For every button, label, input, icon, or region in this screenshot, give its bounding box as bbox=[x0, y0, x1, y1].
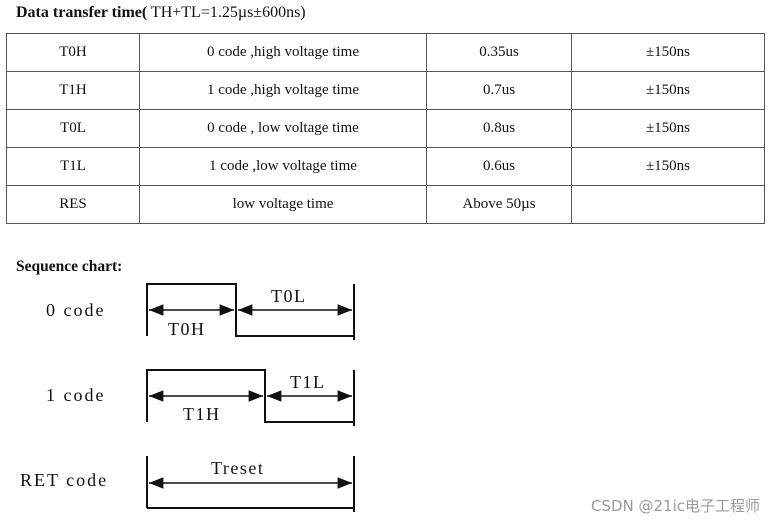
title-formula: TH+TL=1.25µs±600ns) bbox=[147, 4, 306, 21]
cell-param: T1H bbox=[6, 71, 140, 110]
one-code-waveform: T1H T1L bbox=[146, 369, 355, 426]
sequence-heading: Sequence chart: bbox=[16, 258, 123, 275]
cell-description: 1 code ,low voltage time bbox=[139, 147, 427, 186]
cell-value: Above 50µs bbox=[426, 185, 572, 224]
table-row: T1L 1 code ,low voltage time 0.6us ±150n… bbox=[6, 147, 765, 186]
cell-tolerance: ±150ns bbox=[571, 71, 765, 110]
cell-description: low voltage time bbox=[139, 185, 427, 224]
treset-label: Treset bbox=[211, 458, 264, 478]
t1l-label: T1L bbox=[290, 372, 326, 392]
watermark: CSDN @21ic电子工程师 bbox=[590, 497, 760, 515]
table-row: RES low voltage time Above 50µs bbox=[6, 185, 765, 224]
zero-code-label: 0 code bbox=[46, 300, 106, 320]
cell-value: 0.6us bbox=[426, 147, 572, 186]
cell-param: T0H bbox=[6, 33, 140, 72]
ret-code-label: RET code bbox=[20, 470, 109, 490]
cell-tolerance bbox=[571, 185, 765, 224]
t0h-label: T0H bbox=[168, 319, 206, 339]
timing-table: T0H 0 code ,high voltage time 0.35us ±15… bbox=[6, 33, 765, 224]
cell-param: T1L bbox=[6, 147, 140, 186]
table-row: T0H 0 code ,high voltage time 0.35us ±15… bbox=[6, 33, 765, 72]
zero-code-waveform: T0H T0L bbox=[146, 283, 355, 340]
zero-code-signal bbox=[146, 283, 354, 337]
table-row: T1H 1 code ,high voltage time 0.7us ±150… bbox=[6, 71, 765, 110]
cell-value: 0.7us bbox=[426, 71, 572, 110]
t0l-label: T0L bbox=[271, 286, 307, 306]
cell-description: 1 code ,high voltage time bbox=[139, 71, 427, 110]
one-code-signal bbox=[146, 369, 354, 423]
page-title: Data transfer time( TH+TL=1.25µs±600ns) bbox=[16, 4, 306, 22]
ret-code-waveform: Treset bbox=[146, 456, 355, 512]
cell-tolerance: ±150ns bbox=[571, 33, 765, 72]
one-code-label: 1 code bbox=[46, 385, 106, 405]
cell-param: RES bbox=[6, 185, 140, 224]
cell-tolerance: ±150ns bbox=[571, 147, 765, 186]
title-text: Data transfer time( bbox=[16, 4, 148, 21]
cell-description: 0 code , low voltage time bbox=[139, 109, 427, 148]
t1h-label: T1H bbox=[183, 404, 221, 424]
